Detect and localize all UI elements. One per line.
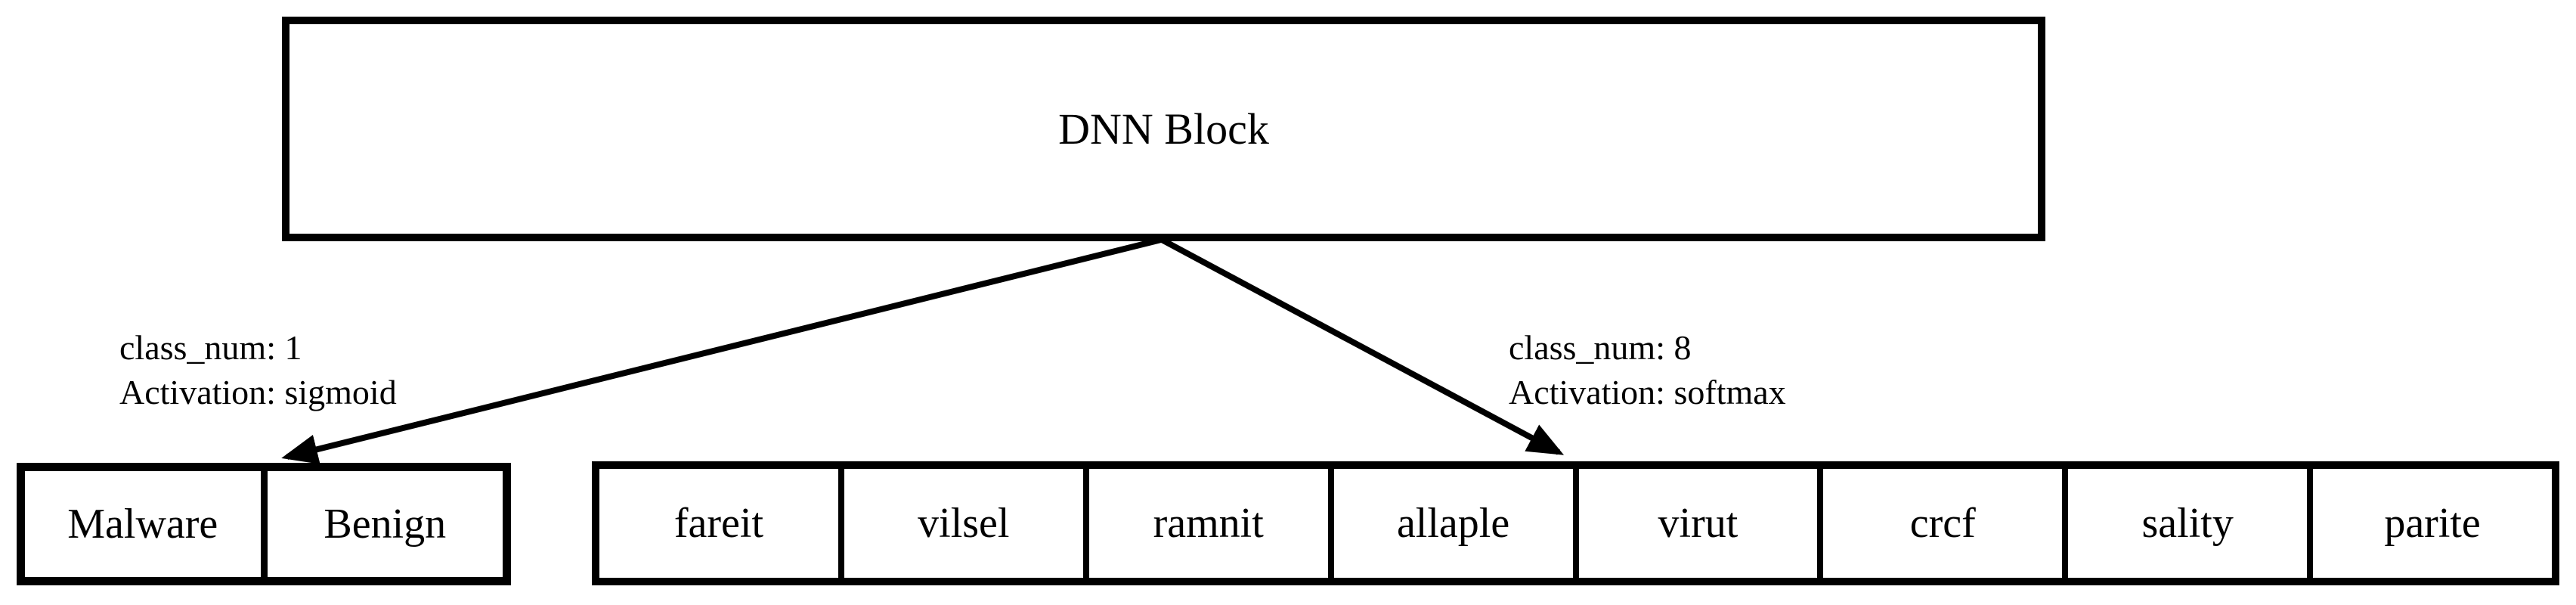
right-branch-activation: Activation: softmax (1509, 373, 1786, 411)
binary-output-row: Malware Benign (17, 463, 511, 585)
output-cell-allaple: allaple (1327, 469, 1573, 578)
left-branch-class-num: class_num: 1 (119, 328, 302, 367)
right-branch-class-num: class_num: 8 (1509, 328, 1692, 367)
output-cell-fareit: fareit (599, 469, 838, 578)
left-branch-annotation: class_num: 1 Activation: sigmoid (119, 325, 397, 414)
family-output-row: fareit vilsel ramnit allaple virut crcf … (592, 461, 2559, 585)
right-branch-annotation: class_num: 8 Activation: softmax (1509, 325, 1786, 414)
dnn-block-label: DNN Block (1058, 104, 1269, 154)
output-cell-crcf: crcf (1817, 469, 2063, 578)
output-cell-ramnit: ramnit (1082, 469, 1328, 578)
branch-arrow-right (1160, 237, 1565, 455)
output-cell-parite: parite (2307, 469, 2552, 578)
output-cell-malware: Malware (25, 471, 261, 577)
branch-arrow-left (281, 237, 1162, 464)
output-cell-virut: virut (1572, 469, 1818, 578)
output-cell-vilsel: vilsel (838, 469, 1083, 578)
output-cell-sality: sality (2062, 469, 2308, 578)
dnn-block-box: DNN Block (282, 17, 2045, 241)
left-branch-activation: Activation: sigmoid (119, 373, 397, 411)
output-cell-benign: Benign (260, 471, 503, 577)
